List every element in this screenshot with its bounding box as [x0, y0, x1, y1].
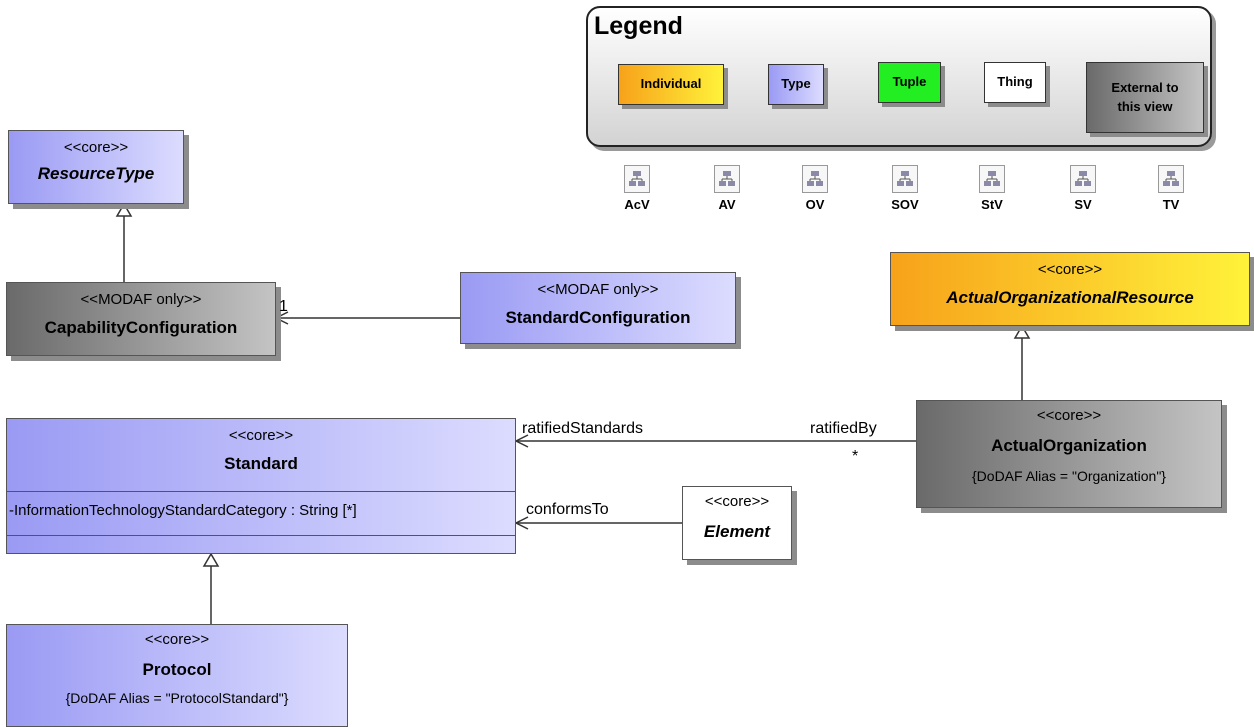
class-name: CapabilityConfiguration [44, 318, 238, 337]
view-label: StV [981, 197, 1003, 212]
diagram-icon [624, 165, 650, 193]
association-arrowhead [514, 516, 529, 530]
generalization-arrowhead [1013, 324, 1031, 339]
class-standard-configuration[interactable]: <<MODAF only>> StandardConfiguration [460, 272, 736, 344]
legend-individual: Individual [618, 64, 724, 105]
view-sv[interactable]: SV [1063, 165, 1103, 212]
view-tv[interactable]: TV [1151, 165, 1191, 212]
generalization-arrowhead [115, 202, 133, 217]
role-label-conforms-to: conformsTo [526, 501, 609, 518]
view-label: AcV [624, 197, 650, 212]
view-label: TV [1162, 197, 1180, 212]
class-name: Protocol [142, 660, 212, 679]
view-av[interactable]: AV [707, 165, 747, 212]
tagged-value: {DoDAF Alias = "ProtocolStandard"} [65, 690, 289, 706]
compartment-divider [7, 535, 515, 536]
view-sov[interactable]: SOV [885, 165, 925, 212]
class-name: Element [703, 522, 771, 541]
stereotype-label: <<core>> [1036, 407, 1102, 424]
class-protocol[interactable]: <<core>> Protocol {DoDAF Alias = "Protoc… [6, 624, 348, 727]
compartment-divider [7, 491, 515, 492]
class-name: Standard [224, 454, 298, 473]
legend-panel: Legend Individual Type Tuple Thing Exter… [586, 6, 1212, 147]
stereotype-label: <<MODAF only>> [537, 281, 659, 298]
diagram-icon [714, 165, 740, 193]
stereotype-label: <<core>> [144, 631, 210, 648]
legend-thing: Thing [984, 62, 1046, 103]
view-label: AV [718, 197, 736, 212]
class-element[interactable]: <<core>> Element [682, 486, 792, 560]
stereotype-label: <<MODAF only>> [80, 291, 202, 308]
view-acv[interactable]: AcV [617, 165, 657, 212]
view-stv[interactable]: StV [972, 165, 1012, 212]
association-arrowhead [274, 311, 289, 325]
diagram-icon [892, 165, 918, 193]
view-label: SV [1074, 197, 1092, 212]
association-arrowhead [514, 434, 529, 448]
legend-type: Type [768, 64, 824, 105]
multiplicity-label: 1 [279, 298, 288, 315]
class-actual-organization[interactable]: <<core>> ActualOrganization {DoDAF Alias… [916, 400, 1222, 508]
class-name: ResourceType [37, 164, 155, 183]
stereotype-label: <<core>> [704, 493, 770, 510]
tagged-value: {DoDAF Alias = "Organization"} [972, 468, 1166, 484]
legend-title: Legend [594, 12, 683, 40]
class-name: ActualOrganization [991, 436, 1147, 455]
role-label-ratified-standards: ratifiedStandards [522, 420, 643, 437]
multiplicity-label: * [852, 448, 859, 465]
stereotype-label: <<core>> [63, 139, 129, 156]
class-name: ActualOrganizationalResource [946, 288, 1194, 307]
stereotype-label: <<core>> [1037, 261, 1103, 278]
diagram-icon [802, 165, 828, 193]
legend-tuple: Tuple [878, 62, 941, 103]
view-label: SOV [891, 197, 919, 212]
diagram-icon [979, 165, 1005, 193]
view-ov[interactable]: OV [795, 165, 835, 212]
class-resource-type[interactable]: <<core>> ResourceType [8, 130, 184, 204]
class-standard[interactable]: <<core>> Standard -InformationTechnology… [6, 418, 516, 554]
class-actual-organizational-resource[interactable]: <<core>> ActualOrganizationalResource [890, 252, 1250, 326]
class-name: StandardConfiguration [505, 308, 691, 327]
role-label-ratified-by: ratifiedBy [810, 420, 877, 437]
class-capability-configuration[interactable]: <<MODAF only>> CapabilityConfiguration [6, 282, 276, 356]
view-label: OV [805, 197, 825, 212]
legend-external: External to this view [1086, 62, 1204, 133]
attribute-label: -InformationTechnologyStandardCategory :… [9, 502, 357, 519]
diagram-icon [1158, 165, 1184, 193]
diagram-icon [1070, 165, 1096, 193]
generalization-arrowhead [202, 552, 220, 567]
stereotype-label: <<core>> [228, 427, 294, 444]
